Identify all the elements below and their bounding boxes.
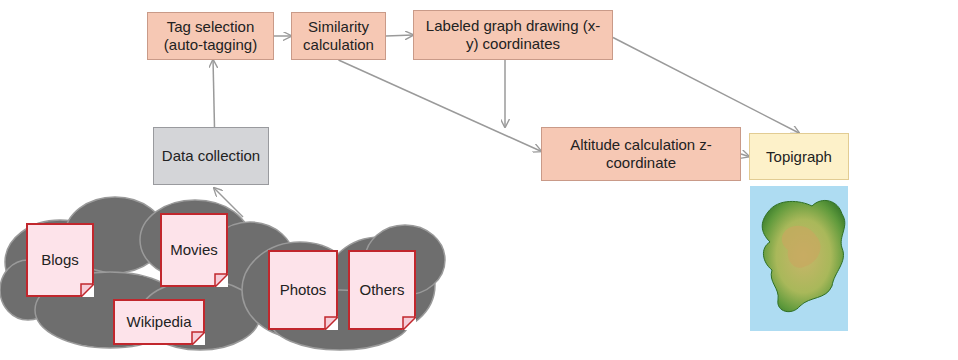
node-label: Data collection [162,147,260,165]
note-fold [80,283,94,297]
flow-arrow [339,60,542,151]
topigraph-map [750,186,848,331]
node-label: Movies [170,241,218,259]
note-fold [402,316,416,330]
sticky-note: Photos [268,250,338,330]
sticky-note: Blogs [26,223,94,297]
process-box: Similarity calculation [291,12,386,60]
note-fold [191,331,205,345]
sticky-note: Movies [160,213,228,287]
node-label: Wikipedia [126,313,191,331]
process-box: Altitude calculation z-coordinate [541,127,741,181]
node-label: Tag selection (auto-tagging) [154,18,267,54]
process-box: Labeled graph drawing (x-y) coordinates [413,10,613,60]
node-label: Similarity calculation [298,18,379,54]
node-label: Photos [280,281,327,299]
flow-arrow [274,35,291,37]
note-fold [324,316,338,330]
output-box: Topigraph [749,133,849,180]
cloud-group [0,197,445,350]
process-box: Tag selection (auto-tagging) [147,12,274,60]
flow-arrow [386,35,413,36]
node-label: Topigraph [766,148,832,166]
source-box: Data collection [153,127,269,185]
flow-arrow [504,60,506,127]
note-fold [214,273,228,287]
sticky-note: Wikipedia [113,299,205,345]
node-label: Blogs [41,251,79,269]
node-label: Labeled graph drawing (x-y) coordinates [420,17,606,53]
node-label: Others [359,281,404,299]
node-label: Altitude calculation z-coordinate [548,136,734,172]
flow-arrow [213,60,214,127]
sticky-note: Others [348,250,416,330]
flow-arrow [741,154,749,157]
flow-arrow [613,38,799,134]
